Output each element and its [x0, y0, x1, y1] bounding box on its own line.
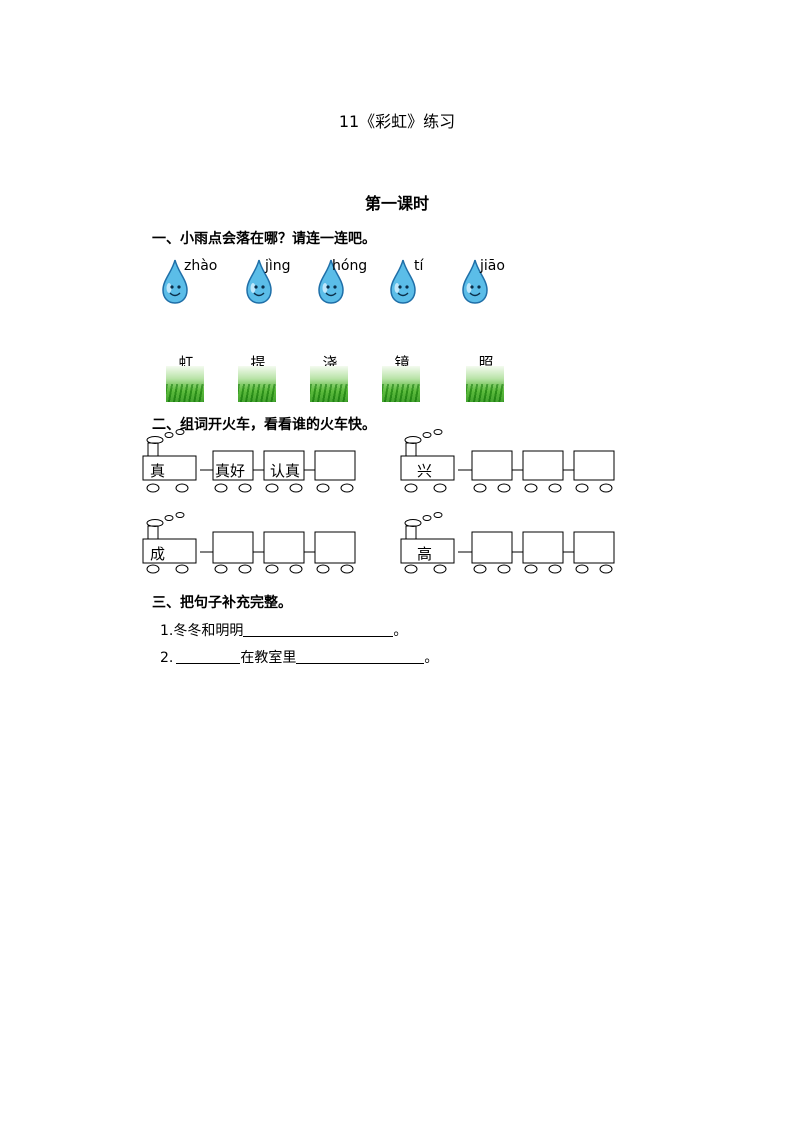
train-1-head-char: 真 [150, 462, 166, 480]
sentence-text: 冬冬和明明 [173, 623, 244, 639]
grass-image [382, 366, 420, 402]
sentence-number: 2. [160, 650, 174, 666]
pinyin-label: tí [414, 258, 424, 274]
sentence-text: 在教室里 [240, 650, 297, 666]
sentence-end: 。 [424, 650, 439, 666]
question-2-heading: 二、组词开火车，看看谁的火车快。 [152, 417, 376, 433]
raindrop-icon [318, 259, 344, 304]
question-3-heading: 三、把句子补充完整。 [152, 595, 292, 611]
grass-image [310, 366, 348, 402]
grass-target-ti[interactable]: 提 [238, 352, 278, 404]
page-subtitle: 第一课时 [364, 194, 429, 213]
train-4-head-char: 高 [417, 545, 433, 563]
raindrop-jing[interactable]: jìng [244, 258, 304, 308]
sentence-2: 2. 在教室里 。 [160, 647, 438, 667]
answer-blank-2[interactable] [296, 649, 425, 664]
pinyin-label: zhào [184, 258, 218, 274]
page-title: 11《彩虹》练习 [338, 112, 456, 131]
train-2-head-char: 兴 [417, 462, 433, 480]
train-1-car-2[interactable]: 认真 [270, 462, 301, 480]
sentence-1: 1.冬冬和明明 。 [160, 620, 407, 640]
grass-target-jiao[interactable]: 浇 [310, 352, 350, 404]
grass-image [466, 366, 504, 402]
sentence-end: 。 [393, 623, 408, 639]
raindrop-ti[interactable]: tí [388, 258, 448, 308]
train-4-graphic [400, 512, 615, 574]
raindrop-icon [162, 259, 188, 304]
grass-target-hong[interactable]: 虹 [166, 352, 206, 404]
answer-blank-1[interactable] [176, 649, 241, 664]
grass-image [238, 366, 276, 402]
raindrop-zhao[interactable]: zhào [160, 258, 220, 308]
train-1-car-1[interactable]: 真好 [215, 462, 246, 480]
raindrop-icon [462, 259, 488, 304]
raindrop-icon [390, 259, 416, 304]
train-drawings [142, 429, 615, 574]
grass-target-zhao[interactable]: 照 [466, 352, 506, 404]
train-2-graphic [400, 429, 615, 493]
pinyin-label: jìng [265, 258, 291, 274]
raindrop-hong[interactable]: hóng [316, 258, 376, 308]
train-3-head-char: 成 [150, 545, 166, 563]
train-3-graphic [142, 512, 356, 574]
sentence-number: 1. [160, 623, 174, 639]
pinyin-label: hóng [332, 258, 368, 274]
train-1-graphic [142, 429, 356, 493]
grass-image [166, 366, 204, 402]
raindrop-icon [246, 259, 272, 304]
question-1-heading: 一、小雨点会落在哪？请连一连吧。 [152, 231, 376, 247]
pinyin-label: jiāo [480, 258, 505, 274]
grass-target-jing[interactable]: 镜 [382, 352, 422, 404]
raindrop-jiao[interactable]: jiāo [460, 258, 520, 308]
answer-blank[interactable] [243, 622, 394, 637]
